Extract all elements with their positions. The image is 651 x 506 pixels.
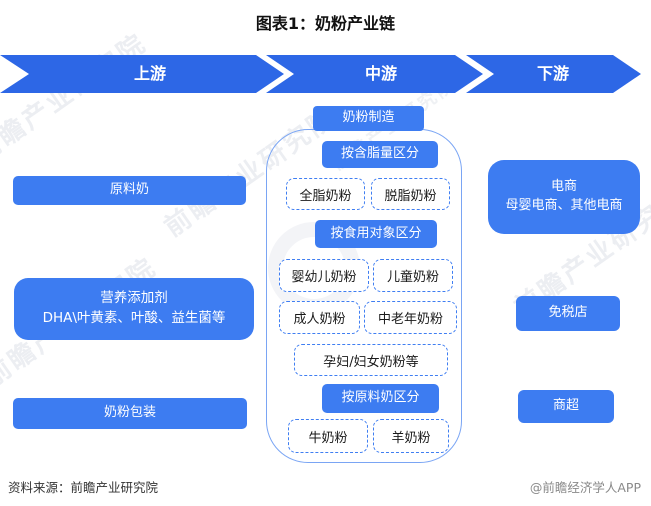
footer-source: 资料来源：前瞻产业研究院 <box>8 480 159 495</box>
flow-band: 上游 中游 下游 <box>0 55 651 93</box>
upstream-box-raw-milk: 原料奶 <box>13 176 246 205</box>
item-children-milk-powder: 儿童奶粉 <box>373 259 453 292</box>
item-whole-milk-powder: 全脂奶粉 <box>286 178 365 210</box>
downstream-box-supermarket: 商超 <box>518 390 614 423</box>
item-goat-milk-powder: 羊奶粉 <box>373 419 449 453</box>
group-header-raw-milk-type: 按原料奶区分 <box>322 384 439 413</box>
group-header-consumer-type: 按食用对象区分 <box>315 220 437 248</box>
additives-line1: 营养添加剂 <box>100 290 168 307</box>
group-header-fat-content: 按含脂量区分 <box>322 141 438 168</box>
additives-line2: DHA\叶黄素、叶酸、益生菌等 <box>42 310 226 326</box>
item-pregnant-women-milk-powder: 孕妇/妇女奶粉等 <box>294 344 448 376</box>
item-elderly-milk-powder: 中老年奶粉 <box>364 301 457 334</box>
flow-label-midstream: 中游 <box>364 64 398 83</box>
downstream-box-ecommerce: 电商 母婴电商、其他电商 <box>488 160 640 234</box>
downstream-box-duty-free: 免税店 <box>516 296 620 331</box>
upstream-box-additives: 营养添加剂 DHA\叶黄素、叶酸、益生菌等 <box>14 278 254 340</box>
flow-segment-downstream <box>466 55 641 93</box>
item-adult-milk-powder: 成人奶粉 <box>279 301 360 334</box>
item-skim-milk-powder: 脱脂奶粉 <box>371 178 450 210</box>
midstream-box-manufacturing: 奶粉制造 <box>313 106 424 131</box>
flow-label-downstream: 下游 <box>536 64 570 83</box>
upstream-box-packaging: 奶粉包装 <box>13 398 247 429</box>
page-title: 图表1：奶粉产业链 <box>255 14 396 33</box>
flow-segment-midstream <box>266 55 483 93</box>
ecommerce-line1: 电商 <box>550 179 577 195</box>
item-infant-milk-powder: 婴幼儿奶粉 <box>279 259 369 292</box>
flow-segment-upstream <box>0 55 284 93</box>
item-cow-milk-powder: 牛奶粉 <box>288 419 368 453</box>
ecommerce-line2: 母婴电商、其他电商 <box>505 198 623 213</box>
flow-label-upstream: 上游 <box>133 64 167 83</box>
footer-credit: @前瞻经济学人APP <box>529 480 641 495</box>
watermark-text: 前瞻产业研究院 <box>0 28 153 170</box>
